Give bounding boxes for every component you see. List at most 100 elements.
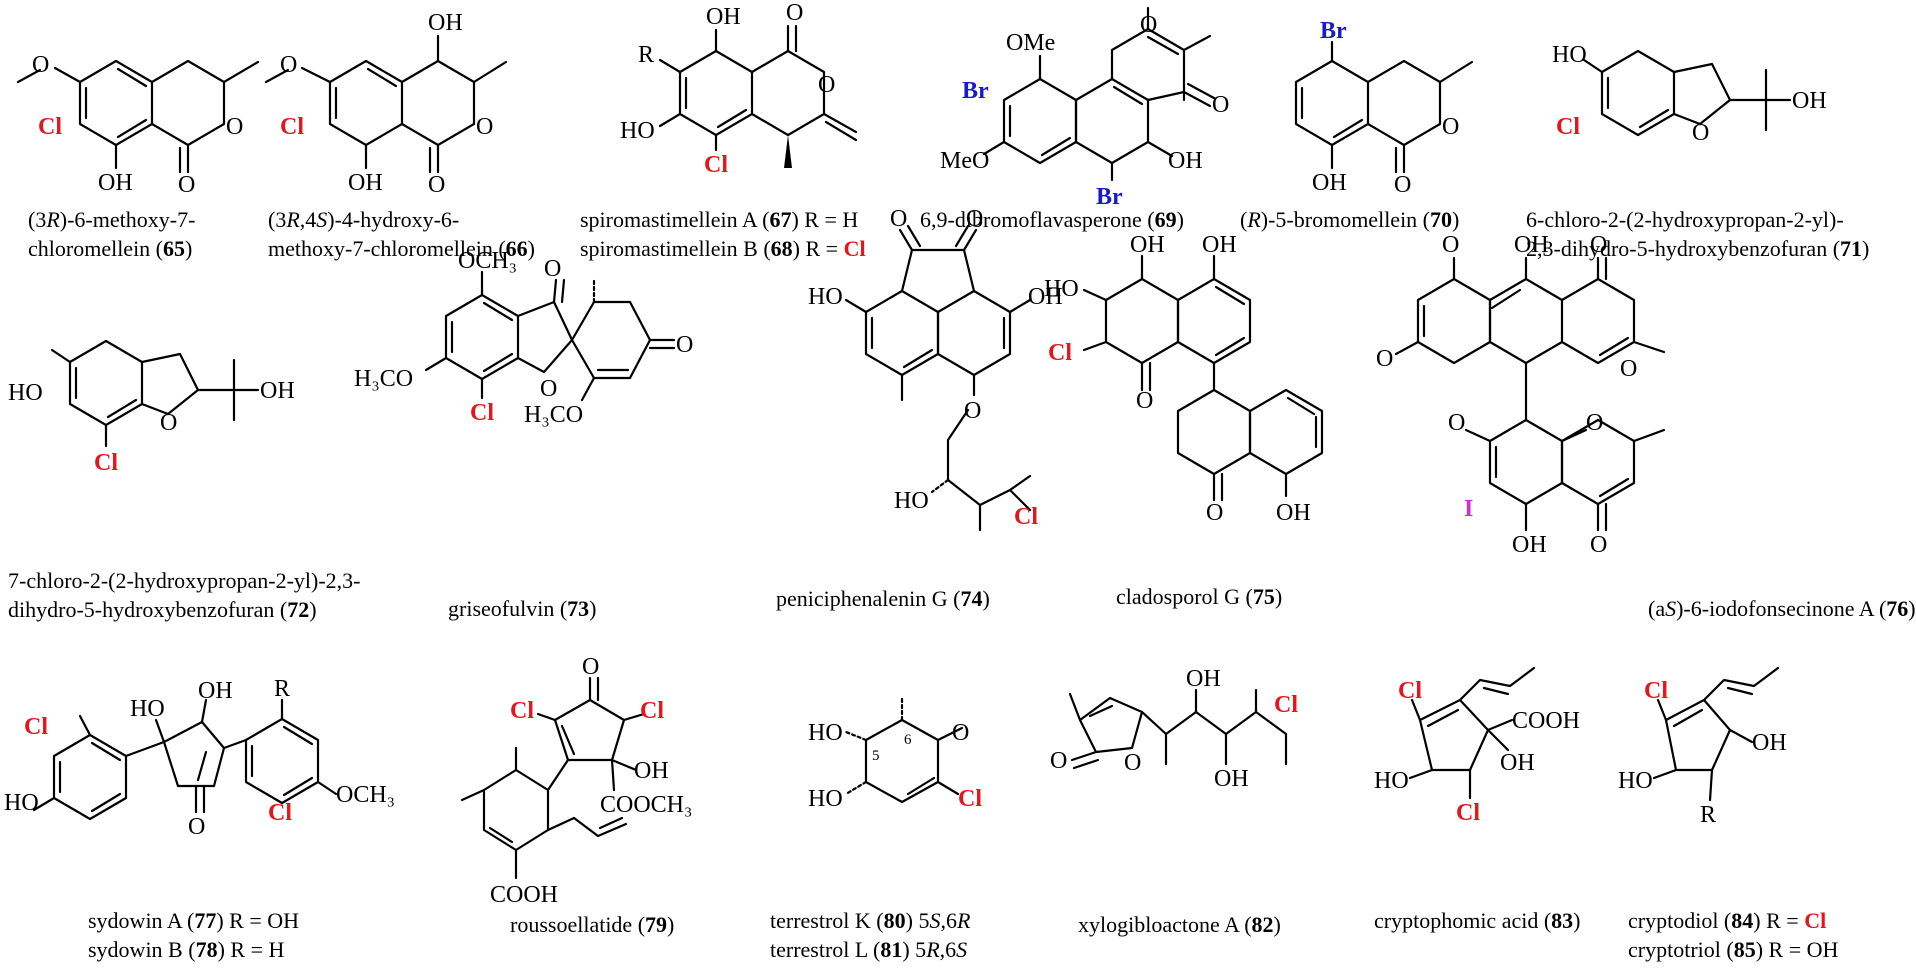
atom-oh: OH xyxy=(1214,766,1249,792)
structure-67: OH O O R HO Cl xyxy=(620,0,858,178)
atom-o: O xyxy=(1442,232,1459,258)
caption-75: cladosporol G (75) xyxy=(1116,584,1283,609)
atom-locant-5: 5 xyxy=(872,748,880,764)
caption-71: 6-chloro-2-(2-hydroxypropan-2-yl)- 2,3-d… xyxy=(1526,207,1870,261)
atom-oh: OH xyxy=(1500,750,1535,776)
atom-och3: OCH₃ xyxy=(336,782,395,808)
structure-77: Cl HO HO OH O R OCH₃ Cl xyxy=(4,676,395,840)
atom-h3co: H₃CO xyxy=(524,402,583,428)
atom-cl: Cl xyxy=(958,786,982,812)
structure-83: Cl COOH OH HO Cl xyxy=(1374,666,1580,826)
atom-cl: Cl xyxy=(470,400,494,426)
atom-r: R xyxy=(274,676,290,702)
atom-cl: Cl xyxy=(1274,692,1298,718)
atom-o: O xyxy=(32,52,49,78)
atom-cl: Cl xyxy=(280,114,304,140)
atom-oh: OH xyxy=(98,170,133,196)
caption-69: 6,9-dibromoflavasperone (69) xyxy=(920,207,1184,232)
atom-o: O xyxy=(188,814,205,840)
atom-oh: OH xyxy=(1752,730,1787,756)
structure-65: O Cl OH O O xyxy=(16,52,260,198)
atom-cl: Cl xyxy=(94,450,118,476)
atom-o: O xyxy=(476,114,493,140)
atom-o: O xyxy=(1620,356,1637,382)
structure-80: O HO HO Cl 5 6 xyxy=(808,694,982,812)
caption-73: griseofulvin (73) xyxy=(448,596,597,621)
structure-73: OCH₃ O H₃CO Cl O H₃CO O xyxy=(354,248,693,428)
atom-ho: HO xyxy=(808,786,843,812)
atom-o: O xyxy=(964,398,981,424)
atom-cooh: COOH xyxy=(1512,708,1580,734)
atom-r: R xyxy=(1700,802,1716,828)
caption-84-85: cryptodiol (84) R = Cl cryptotriol (85) … xyxy=(1628,908,1839,962)
atom-cl: Cl xyxy=(24,714,48,740)
structure-71: HO Cl O OH xyxy=(1552,42,1827,146)
atom-oh: OH xyxy=(1312,170,1347,196)
atom-o: O xyxy=(1586,410,1603,436)
atom-oh: OH xyxy=(1168,148,1203,174)
caption-80-81: terrestrol K (80) 5S,6R terrestrol L (81… xyxy=(770,908,971,962)
atom-cooh: COOH xyxy=(490,882,558,908)
atom-oh: OH xyxy=(1028,284,1063,310)
atom-o: O xyxy=(1136,388,1153,414)
atom-o: O xyxy=(178,172,195,198)
atom-oh: OH xyxy=(348,170,383,196)
atom-oh: OH xyxy=(1512,532,1547,558)
atom-cl: Cl xyxy=(38,114,62,140)
atom-oh: OH xyxy=(428,10,463,36)
atom-ho: HO xyxy=(130,696,165,722)
structure-82: O O OH OH Cl xyxy=(1050,666,1298,792)
atom-o: O xyxy=(676,332,693,358)
structure-84: Cl OH HO R xyxy=(1618,666,1787,828)
atom-oh: OH xyxy=(260,378,295,404)
caption-82: xylogibloactone A (82) xyxy=(1078,912,1281,937)
atom-oh: OH xyxy=(198,678,233,704)
atom-br: Br xyxy=(962,78,989,104)
atom-ho: HO xyxy=(4,790,39,816)
atom-oh: OH xyxy=(1130,232,1165,258)
atom-o: O xyxy=(966,206,983,232)
atom-cl: Cl xyxy=(268,800,292,826)
atom-locant-6: 6 xyxy=(904,732,912,748)
structure-79: O Cl Cl OH COOCH₃ COOH xyxy=(460,654,692,908)
atom-o: O xyxy=(1140,12,1157,38)
atom-cl: Cl xyxy=(640,698,664,724)
atom-cl: Cl xyxy=(1014,504,1038,530)
atom-r: R xyxy=(638,42,654,68)
atom-oh: OH xyxy=(706,4,741,30)
atom-oh: OH xyxy=(1792,88,1827,114)
caption-66: (3R,4S)-4-hydroxy-6- methoxy-7-chloromel… xyxy=(268,207,535,261)
caption-79: roussoellatide (79) xyxy=(510,912,675,937)
atom-ome: OMe xyxy=(1006,30,1055,56)
atom-ho: HO xyxy=(620,118,655,144)
caption-72: 7-chloro-2-(2-hydroxypropan-2-yl)-2,3- d… xyxy=(8,568,361,622)
atom-br: Br xyxy=(1320,18,1347,44)
structure-66: OH O Cl OH O O xyxy=(264,10,508,198)
atom-o: O xyxy=(1442,114,1459,140)
atom-cl: Cl xyxy=(704,152,728,178)
atom-oh: OH xyxy=(1186,666,1221,692)
structure-72: HO Cl O OH xyxy=(8,339,295,476)
atom-cl: Cl xyxy=(1398,678,1422,704)
atom-ho: HO xyxy=(1374,768,1409,794)
atom-ho: HO xyxy=(1552,42,1587,68)
atom-cl: Cl xyxy=(1456,800,1480,826)
atom-o: O xyxy=(890,206,907,232)
atom-o: O xyxy=(1394,172,1411,198)
structure-76: O OH O O O O O I O OH xyxy=(1376,232,1666,558)
atom-o: O xyxy=(1212,92,1229,118)
atom-ho: HO xyxy=(1618,768,1653,794)
atom-o: O xyxy=(952,720,969,746)
atom-o: O xyxy=(1692,120,1709,146)
atom-ho: HO xyxy=(8,380,43,406)
atom-o: O xyxy=(1376,346,1393,372)
atom-oh: OH xyxy=(1276,500,1311,526)
atom-oh: OH xyxy=(1514,232,1549,258)
atom-cl: Cl xyxy=(1556,114,1580,140)
atom-o: O xyxy=(582,654,599,680)
caption-70: (R)-5-bromomellein (70) xyxy=(1240,207,1460,232)
caption-83: cryptophomic acid (83) xyxy=(1374,908,1581,933)
structure-74: O O HO OH O HO Cl xyxy=(808,206,1063,532)
atom-o: O xyxy=(540,376,557,402)
